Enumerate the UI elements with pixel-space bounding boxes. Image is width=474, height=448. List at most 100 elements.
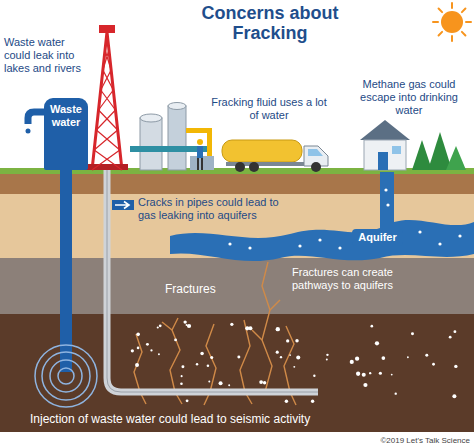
fracture-lines (206, 324, 216, 392)
callout-label: Waste water could leak into lakes and ri… (4, 36, 84, 75)
fracture-lines (284, 326, 294, 392)
water-truck (249, 162, 259, 172)
gas-bubbles (158, 353, 160, 355)
water-truck (222, 140, 328, 172)
gas-bubbles (186, 324, 188, 326)
gas-bubbles (449, 336, 452, 339)
gas-bubbles (180, 383, 183, 386)
gas-bubbles (296, 355, 300, 359)
gas-bubbles (391, 374, 393, 376)
gas-bubbles (371, 325, 374, 328)
sun (462, 32, 466, 36)
drilling-derrick (100, 26, 114, 32)
gas-bubbles (382, 356, 386, 360)
gas-bubbles (276, 327, 280, 331)
sun (439, 32, 443, 36)
aquifer-band (458, 234, 461, 237)
aquifer-band (438, 242, 441, 245)
gas-bubbles (228, 384, 230, 386)
seismic-rings (50, 360, 82, 392)
gas-bubbles (230, 323, 233, 326)
gas-bubbles (276, 351, 279, 354)
waste-water-pipe (60, 168, 72, 372)
crack-arrow (112, 200, 134, 210)
drilling-derrick (92, 32, 122, 170)
waste-water-tank: Waste water (44, 98, 88, 170)
drilling-derrick (92, 150, 122, 170)
callout-label: Injection of waste water could lead to s… (30, 412, 450, 426)
aquifer-band (298, 244, 301, 247)
seismic-rings (58, 368, 74, 384)
drilling-derrick (101, 70, 114, 90)
callout-label: ©2019 Let's Talk Science (330, 436, 470, 445)
gas-bubbles (135, 363, 139, 367)
gas-bubbles (219, 381, 223, 385)
aquifer-band (318, 238, 321, 241)
processing-equipment (168, 106, 186, 170)
aquifer-band (386, 203, 389, 206)
gas-bubbles (313, 375, 315, 377)
drilling-derrick (99, 90, 116, 110)
gas-bubbles (395, 393, 397, 395)
processing-equipment (197, 158, 199, 170)
gas-bubbles (453, 330, 456, 333)
house (392, 146, 401, 154)
gas-bubbles (355, 357, 359, 361)
gas-bubbles (350, 360, 354, 364)
water-truck (308, 149, 323, 156)
waste-water-pipe (26, 129, 31, 134)
gas-bubbles (207, 365, 210, 368)
processing-equipment (130, 103, 214, 171)
well-pipe (107, 170, 318, 392)
gas-bubbles (411, 332, 414, 335)
water-truck (222, 140, 302, 162)
gas-bubbles (137, 347, 140, 350)
gas-bubbles (289, 354, 291, 356)
gas-bubbles (174, 338, 177, 341)
gas-bubbles (295, 339, 298, 342)
node-text: Aquifer (358, 231, 397, 244)
drilling-derrick (86, 26, 128, 170)
gas-bubbles (208, 380, 210, 382)
aquifer-band (248, 246, 251, 249)
trees (446, 146, 466, 170)
ground-layers (0, 168, 474, 448)
gas-bubbles (200, 352, 204, 356)
aquifer-band (228, 242, 231, 245)
gas-bubbles (159, 324, 162, 327)
crack-arrow (115, 202, 129, 209)
gas-bubbles (131, 349, 134, 352)
sun (462, 9, 466, 13)
trees (412, 132, 466, 170)
gas-bubbles (146, 343, 149, 346)
callout-label: Fracking fluid uses a lot of water (208, 96, 330, 122)
fracture-lines (262, 262, 272, 392)
callout-label: Fractures can create pathways to aquifer… (292, 266, 442, 292)
well-pipe (107, 170, 318, 392)
processing-equipment (190, 156, 214, 170)
gas-bubbles (248, 326, 252, 330)
gas-bubbles (210, 356, 213, 359)
ground-layers (0, 432, 474, 448)
gas-bubbles (356, 372, 360, 376)
gas-bubbles (183, 320, 186, 323)
gas-bubbles (425, 354, 428, 357)
gas-bubbles (286, 339, 289, 342)
house (360, 120, 410, 170)
gas-bubbles (187, 324, 191, 328)
fracture-lines (134, 262, 296, 405)
fracture-lines (240, 320, 250, 392)
sun (439, 9, 443, 13)
gas-bubbles (157, 326, 159, 328)
fracture-lines (162, 322, 172, 330)
node-text: Waste water (46, 103, 86, 128)
gas-bubbles (237, 356, 240, 359)
aquifer-band (418, 230, 421, 233)
fracture-lines (252, 330, 262, 340)
house (378, 152, 388, 170)
sun (451, 3, 453, 8)
drilling-derrick (94, 130, 120, 150)
callout-label: Fractures (165, 282, 235, 296)
